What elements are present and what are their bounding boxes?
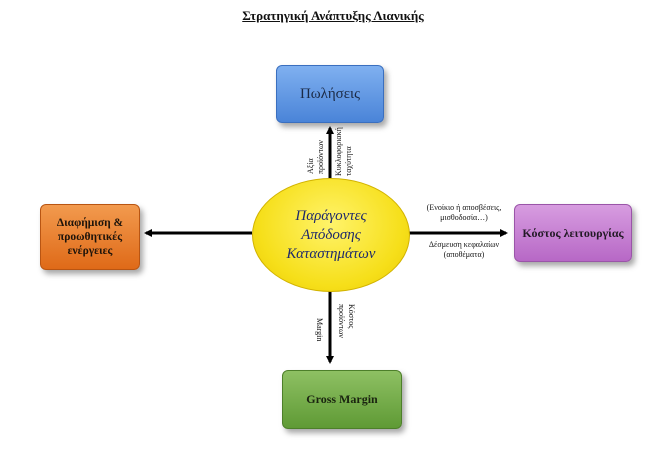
sales-node: Πωλήσεις — [276, 65, 384, 123]
advertising-label-line1: Διαφήμιση & — [56, 217, 124, 229]
center-label-line2: Απόδοσης — [301, 226, 361, 243]
gross-edge-label-margin: Margin — [315, 318, 324, 342]
center-label-line3: Καταστημάτων — [286, 245, 376, 262]
advertising-label-line2: προωθητικές — [57, 231, 123, 243]
cost-edge-label-bottom: Δέσμευση κεφαλαίων (αποθέματα) — [428, 240, 500, 259]
sales-label: Πωλήσεις — [299, 85, 361, 102]
center-node: Παράγοντες Απόδοσης Καταστημάτων — [252, 178, 410, 292]
gross-margin-node: Gross Margin — [282, 370, 402, 429]
advertising-label-line3: ενέργειες — [67, 245, 113, 257]
operating-cost-label: Κόστος λειτουργίας — [522, 225, 624, 240]
gross-margin-label: Gross Margin — [306, 392, 378, 406]
operating-cost-node: Κόστος λειτουργίας — [514, 204, 632, 262]
cost-edge-label-top: (Ενοίκιο ή αποσβέσεις, μισθοδοσία…) — [426, 203, 502, 222]
advertising-node: Διαφήμιση & προωθητικές ενέργειες — [40, 204, 140, 270]
center-label-line1: Παράγοντες — [295, 207, 367, 224]
page-title: Στρατηγική Ανάπτυξης Λιανικής — [242, 8, 424, 23]
